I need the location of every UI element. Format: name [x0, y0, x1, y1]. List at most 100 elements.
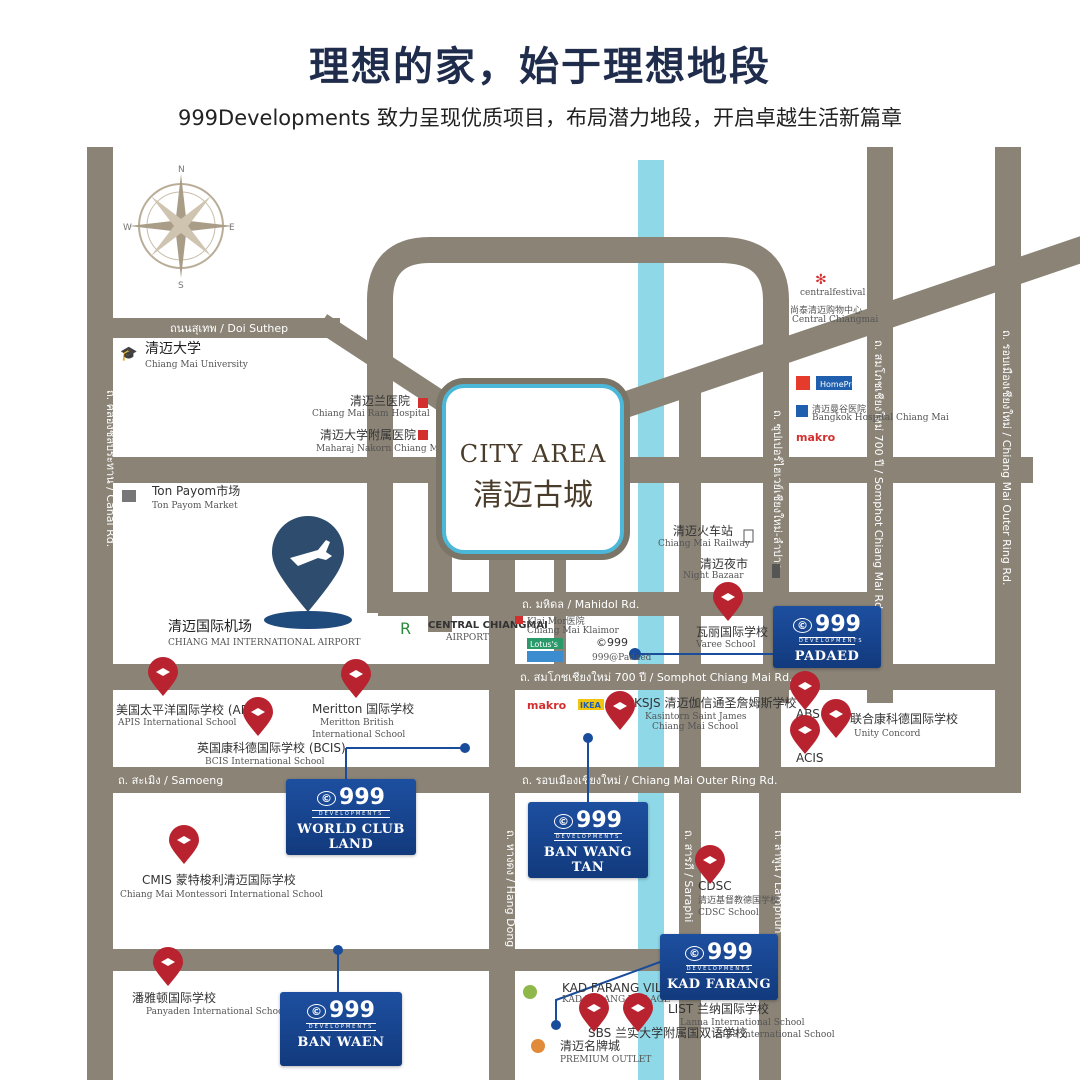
- page-subtitle: 999Developments 致力呈现优质项目，布局潜力地段，开启卓越生活新篇…: [177, 106, 903, 130]
- road-outer-ring: ถ. รอบเมืองเชียงใหม่ / Chiang Mai Outer …: [522, 774, 777, 787]
- acis-label: ACIS: [796, 751, 824, 765]
- school-pin-icon: [605, 691, 635, 730]
- premium-label-en: PREMIUM OUTLET: [560, 1055, 651, 1065]
- varee-label-en: Varee School: [695, 640, 756, 650]
- project-card-ban-wang-tan[interactable]: ©999 DEVELOPMENTS BAN WANG TAN: [528, 802, 648, 878]
- compass-n: N: [178, 165, 185, 175]
- road-outer-ring-v: ถ. รอบเมืองเชียงใหม่ / Chiang Mai Outer …: [1000, 330, 1013, 585]
- bangkok-hospital-icon: [796, 405, 808, 417]
- festival-label-en: Central Chiangmai: [792, 315, 878, 325]
- padaed-small-label: 999@Padaed: [592, 653, 652, 663]
- city-area-en: CITY AREA: [459, 440, 607, 468]
- graduation-cap-icon: [829, 710, 843, 718]
- airport-label-en: CHIANG MAI INTERNATIONAL AIRPORT: [168, 638, 361, 648]
- hospital-cross-icon: [515, 616, 523, 624]
- maharaj-label-en: Maharaj Nakorn Chiang Mai: [316, 444, 447, 454]
- school-pin-icon: [243, 697, 273, 736]
- cmis-label-en: Chiang Mai Montessori International Scho…: [120, 890, 323, 900]
- graduation-cap-icon: [177, 836, 191, 844]
- project-card-world-club-land[interactable]: ©999 DEVELOPMENTS WORLD CLUB LAND: [286, 779, 416, 855]
- project-dev: DEVELOPMENTS: [686, 965, 752, 973]
- graduation-cap-icon: [161, 958, 175, 966]
- project-connectors: [333, 648, 775, 1030]
- project-card-padaed[interactable]: ©999 DEVELOPMENTS PADAED: [773, 606, 881, 668]
- graduation-cap-icon: 🎓: [120, 346, 137, 362]
- unity-label-cn: 联合康科德国际学校: [850, 711, 958, 726]
- market-icon: [122, 490, 136, 502]
- project-logo: 999: [339, 785, 385, 810]
- apis-label-en: APIS International School: [117, 718, 237, 728]
- project-logo: 999: [329, 998, 375, 1023]
- project-name: BAN WAEN: [297, 1035, 385, 1050]
- project-dev: DEVELOPMENTS: [799, 637, 864, 645]
- school-pin-icon: [341, 659, 371, 698]
- panyaden-label-cn: 潘雅顿国际学校: [132, 990, 216, 1005]
- ikea-logo: [578, 699, 604, 710]
- bangkok-hosp-label-cn: 清迈曼谷医院: [812, 403, 866, 415]
- ksjs-label-en1: Kasintorn Saint James: [645, 712, 747, 722]
- meritton-label-cn: Meritton 国际学校: [312, 701, 414, 716]
- compass-s: S: [178, 281, 184, 291]
- meritton-label-en2: International School: [312, 730, 405, 740]
- cdsc-label: CDSC: [698, 879, 732, 893]
- list-label-cn: LIST 兰纳国际学校: [668, 1001, 769, 1016]
- project-name: BAN WANG TAN: [543, 845, 633, 875]
- project-name: WORLD CLUB LAND: [297, 822, 405, 852]
- school-pin-icon: [148, 657, 178, 696]
- graduation-cap-icon: [349, 670, 363, 678]
- project-dev: DEVELOPMENTS: [554, 833, 622, 841]
- cmu-label-en: Chiang Mai University: [145, 360, 249, 370]
- road-mahidol: ถ. มหิดล / Mahidol Rd.: [522, 598, 639, 611]
- road-somphot: ถ. สมโภชเชียงใหม่ 700 ปี / Somphot Chian…: [520, 670, 793, 684]
- road-labels: ถนนสุเทพ / Doi Suthep ถ. คลองชลประทาน / …: [104, 322, 1013, 947]
- festival-brand: centralfestival: [800, 288, 866, 298]
- homepro-label: HomePro: [820, 380, 856, 389]
- bcis-label-en: BCIS International School: [205, 757, 325, 767]
- central-airport-label: CENTRAL CHIANGMAI: [428, 620, 548, 631]
- lotus-sub-logo: [527, 651, 563, 662]
- ram-label-en: Chiang Mai Ram Hospital: [312, 409, 430, 419]
- klaimor-label-cn: Klai Mor医院: [527, 615, 585, 627]
- sbs-label-en: SIBS International School: [716, 1030, 835, 1040]
- road-canal: ถ. คลองชลประทาน / Canal Rd.: [104, 390, 117, 547]
- project-card-ban-waen[interactable]: ©999 DEVELOPMENTS BAN WAEN: [280, 992, 402, 1066]
- railway-label-en: Chiang Mai Railway: [658, 539, 751, 549]
- bazaar-icon: [772, 564, 780, 578]
- ksjs-label-en2: Chiang Mai School: [652, 722, 739, 732]
- cmu-label-cn: 清迈大学: [145, 341, 201, 357]
- school-pin-icon: [790, 671, 820, 710]
- panyaden-label-en: Panyaden International School: [146, 1007, 286, 1017]
- project-card-kad-farang[interactable]: ©999 DEVELOPMENTS KAD FARANG: [660, 934, 778, 1000]
- graduation-cap-icon: [631, 1004, 645, 1012]
- graduation-cap-icon: [587, 1004, 601, 1012]
- lotus-label: Lotus's: [530, 640, 558, 649]
- school-pins: [148, 582, 851, 1032]
- road-somphot-v: ถ. สมโภชเชียงใหม่ 700 ปี / Somphot Chian…: [872, 340, 886, 613]
- central-festival-logo-icon: ✻: [815, 272, 827, 288]
- maharaj-label-cn: 清迈大学附属医院: [320, 427, 416, 442]
- airport-pin-icon: [264, 515, 352, 629]
- sbs-label-cn: SBS 兰实大学附属国双语学校: [588, 1025, 747, 1040]
- school-pin-icon: [790, 715, 820, 754]
- road-doi-suthep: ถนนสุเทพ / Doi Suthep: [170, 322, 288, 335]
- kadfarang-village-sub: KAD FARANG VILLAGE: [562, 995, 670, 1005]
- ikea-label: IKEA: [580, 701, 602, 710]
- school-pin-icon: [623, 993, 653, 1032]
- central-airport-sub: AIRPORT: [445, 633, 489, 643]
- padaed-small-logo: ©999: [596, 636, 628, 649]
- premium-label-cn: 清迈名牌城: [560, 1038, 620, 1053]
- school-pin-icon: [169, 825, 199, 864]
- road-saraphi: ถ. สารภี / Saraphi: [682, 830, 695, 922]
- graduation-cap-icon: [798, 726, 812, 734]
- graduation-cap-icon: [251, 708, 265, 716]
- graduation-cap-icon: [613, 702, 627, 710]
- klaimor-label-en: Chiang Mai Klaimor: [527, 626, 619, 636]
- compass-e: E: [229, 223, 235, 233]
- homepro-logo: [816, 376, 852, 390]
- graduation-cap-icon: [798, 682, 812, 690]
- road-superhighway: ถ. ซุปเปอร์ไฮเวย์เชียงใหม่-ลำปาง: [771, 410, 784, 568]
- project-logo: 999: [707, 940, 753, 965]
- homepro-icon: [796, 376, 810, 390]
- school-pin-icon: [713, 582, 743, 621]
